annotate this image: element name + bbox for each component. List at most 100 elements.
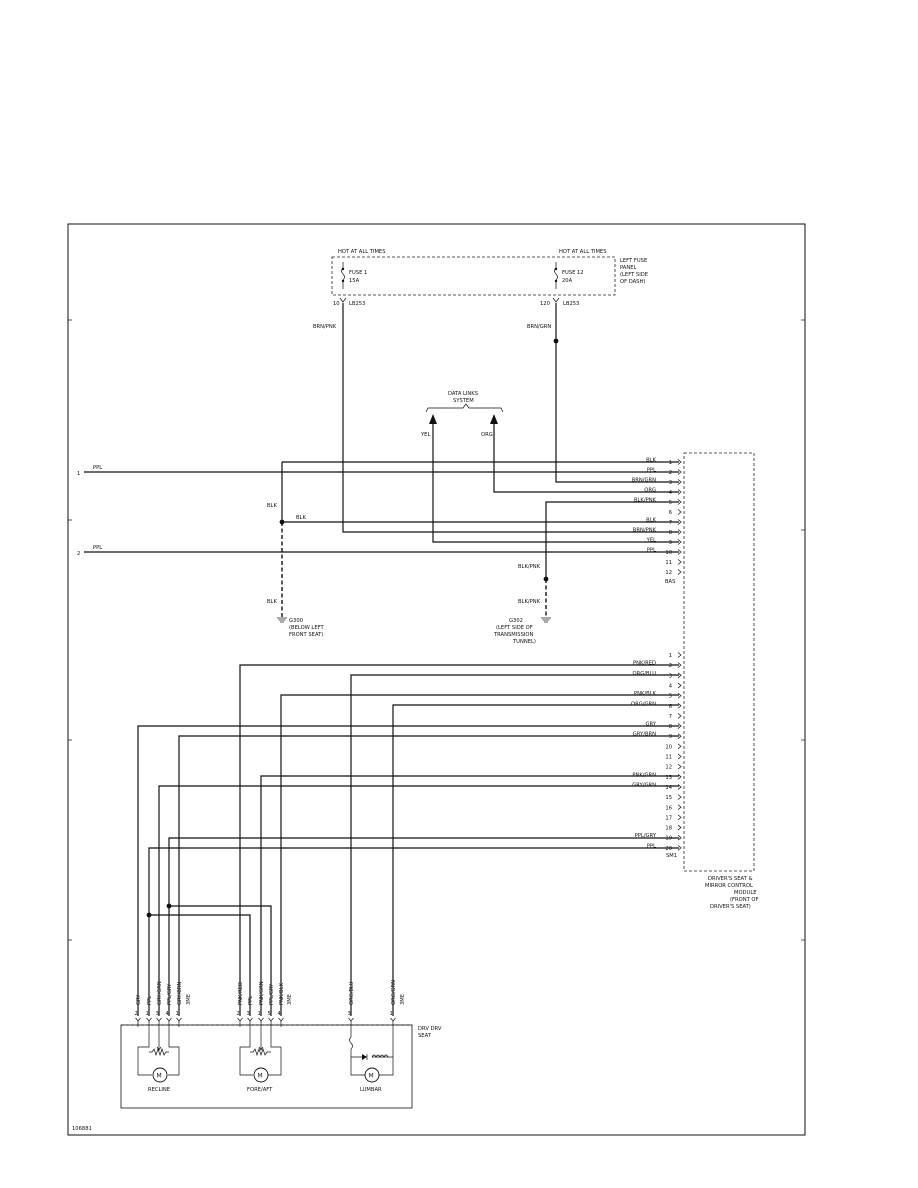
module-a-pin-4-color: ORG — [644, 488, 656, 494]
module-b-pin-13-number: 13 — [665, 775, 672, 781]
fuse12-connector-label: LB253 — [563, 301, 579, 307]
fuse12-symbol — [554, 262, 558, 289]
module-b-pin-18-connector — [677, 824, 682, 831]
recline-wire-4-pin: 1 — [176, 1011, 179, 1017]
recline-wire-2-connector — [156, 1017, 162, 1022]
recline-wire-3-connector — [166, 1017, 172, 1022]
module-b-pin-20-connector — [677, 845, 682, 851]
fuse-panel: HOT AT ALL TIMES HOT AT ALL TIMES LEFT F… — [331, 249, 648, 296]
module-b-pin-8-connector — [677, 723, 682, 729]
fore-aft-wire-4-pin: 4 — [278, 1011, 282, 1017]
lumbar-label: LUMBAR — [360, 1087, 382, 1093]
module-a-pin-4-connector — [677, 489, 682, 495]
module-b-pin-17-connector — [677, 814, 682, 821]
module-a-pin-12-number: 12 — [665, 570, 672, 576]
module-a-pin-11-connector — [677, 559, 682, 565]
g302-desc-3: TUNNEL) — [512, 639, 536, 645]
data-link-arrow-org — [490, 414, 498, 424]
svg-text:M: M — [369, 1073, 374, 1080]
data-link-arrow-yel — [429, 414, 437, 424]
fuse12-hot-label: HOT AT ALL TIMES — [559, 249, 607, 255]
g300-name: G300 — [289, 618, 303, 624]
module-b-pin-4-number: 4 — [669, 683, 673, 689]
control-module-box — [683, 452, 755, 872]
recline-connector-name: 3ME — [186, 994, 192, 1005]
module-a-pin-11-number: 11 — [665, 560, 672, 566]
ppl-left-label-1: PPL — [93, 465, 102, 471]
lumbar-connector-name: 3ME — [400, 994, 406, 1005]
fuse1-connector — [339, 297, 347, 303]
module-a-pin-8-color: BRN/PNK — [633, 528, 657, 534]
module-b-pin-19-color: PPL/GRY — [635, 833, 657, 839]
module-a-pin-4-number: 4 — [669, 490, 673, 496]
recline-wire-1-connector — [146, 1017, 152, 1022]
module-a-pin-5-number: 5 — [669, 500, 672, 506]
module-b-pin-11-connector — [677, 753, 682, 760]
fuse1-wire-label: BRN/PNK — [313, 324, 337, 330]
module-b-pin-2-color: PNK/RED — [633, 661, 656, 667]
data-link-yel-label: YEL — [420, 432, 430, 438]
module-a-pin-10-connector — [677, 549, 682, 555]
module-a-pin-7-color: BLK — [646, 518, 656, 524]
module-b-pin-6-color: ORG/GRN — [631, 701, 656, 707]
module-b-pin-3-color: ORG/BLU — [633, 671, 657, 677]
recline-wire-1-pin: 1 — [146, 1011, 149, 1017]
left-blk-label: BLK — [267, 503, 277, 509]
module-b-pin-5-connector — [677, 692, 682, 699]
data-link-org-label: ORG — [481, 432, 493, 438]
module-b-pin-2-connector — [677, 662, 682, 668]
module-label-1: DRIVER'S SEAT & — [708, 876, 753, 882]
module-a-pin-6-connector — [677, 509, 682, 515]
recline-wire-0-pin: 2 — [135, 1011, 138, 1017]
recline-label: RECLINE — [148, 1087, 170, 1093]
module-b-pin-9-connector — [677, 733, 682, 739]
fore-aft-wire-0-color: PNK/RED — [238, 982, 244, 1005]
g300-blk-label: BLK — [267, 599, 277, 605]
module-b-pin-9-number: 9 — [669, 734, 672, 740]
fuse-panel-label-3: (LEFT SIDE — [620, 272, 648, 278]
recline-wire-2-color: GRY/GRN — [157, 981, 163, 1005]
module-a-pin-3-color: BRN/GRN — [632, 478, 656, 484]
fore-aft-wire-3-connector — [268, 1017, 274, 1022]
module-a-pin-8-connector — [677, 529, 682, 535]
recline-wire-4-color: GRY/BRN — [177, 982, 183, 1005]
fuse12-name: FUSE 12 — [562, 270, 584, 276]
fuse12-connector — [552, 297, 560, 303]
module-b-pin-9-color: GRY/BRN — [633, 732, 656, 738]
module-a-pin-2-color: PPL — [647, 468, 656, 474]
fuse12-rating: 20A — [562, 278, 573, 284]
module-label-5: DRIVER'S SEAT) — [710, 904, 751, 910]
lumbar-motor-symbol — [364, 1067, 380, 1083]
module-a-pin-9-color: YEL — [646, 538, 656, 544]
frame-ticks — [68, 319, 805, 941]
recline-wire-0-color: GRY — [136, 994, 142, 1005]
module-b-pin-20-number: 20 — [665, 846, 672, 852]
module-b-pin-12-number: 12 — [665, 765, 672, 771]
module-a-pin-3-connector — [677, 479, 682, 485]
fore-aft-wire-3-color: PPL/GRY — [269, 983, 275, 1005]
svg-text:M: M — [258, 1073, 263, 1080]
recline-motor: M RECLINE — [137, 1027, 180, 1093]
module-b-pin-20-color: PPL — [647, 843, 656, 849]
module-a-pin-2-number: 2 — [669, 470, 672, 476]
module-b-pin-14-connector — [677, 784, 682, 790]
module-a-pin-9-number: 9 — [669, 540, 672, 546]
fore-aft-wire-0-pin: 2 — [237, 1011, 240, 1017]
module-a-pin-7-number: 7 — [669, 520, 672, 526]
fore-aft-wire-2-connector — [258, 1017, 264, 1022]
fore-aft-wire-0-connector — [237, 1017, 243, 1022]
module-b-pin-7-number: 7 — [669, 714, 672, 720]
fore-aft-wire-2-color: PNK/GRN — [259, 981, 265, 1005]
fore-aft-wire-2-pin: 1 — [258, 1011, 261, 1017]
module-a-pin-7-connector — [677, 519, 682, 525]
module-a-pin-5-connector — [677, 499, 682, 505]
fuse1-hot-label: HOT AT ALL TIMES — [338, 249, 386, 255]
module-label-2: MIRROR CONTROL — [705, 883, 753, 889]
module-a-pin-1-connector — [677, 459, 682, 465]
g302-name: G302 — [509, 618, 523, 624]
lumbar-wire-0-pin: 3 — [348, 1011, 351, 1017]
ppl-left-label-2: PPL — [93, 545, 102, 551]
fore-aft-connector-name: 3ME — [287, 994, 293, 1005]
g302-desc-1: (LEFT SIDE OF — [496, 625, 533, 631]
